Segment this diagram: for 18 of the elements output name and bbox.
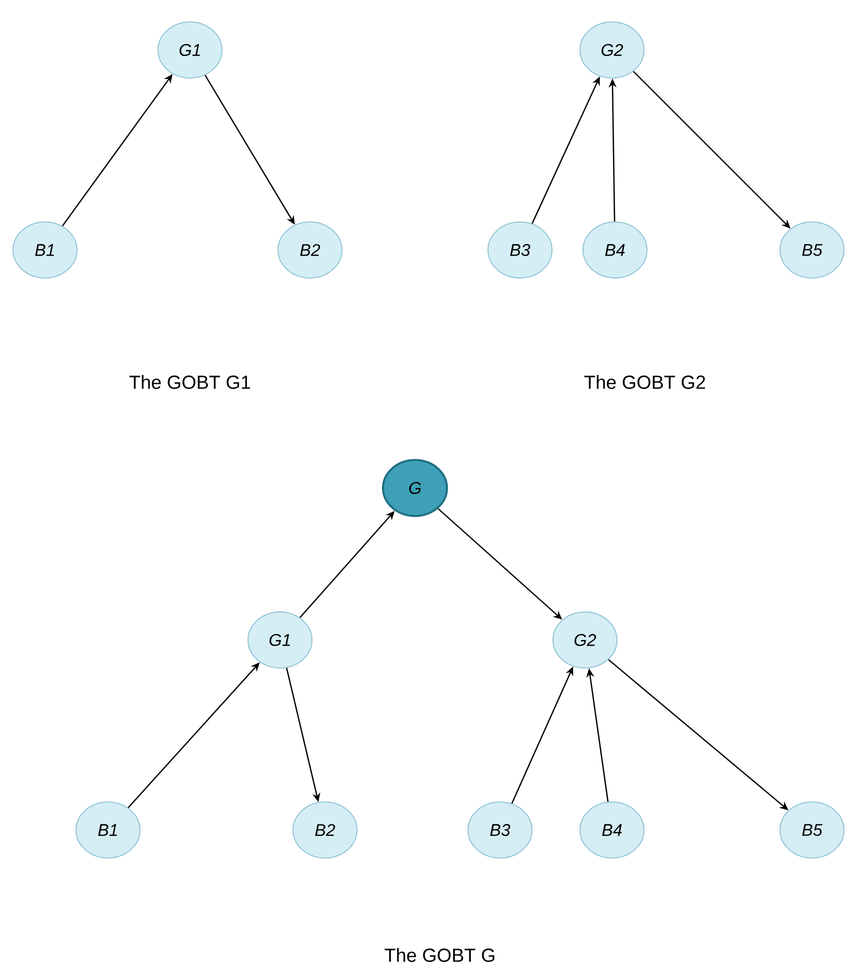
circle-node: B4 xyxy=(580,802,644,858)
circle-node: B5 xyxy=(780,222,844,278)
circle-node: B5 xyxy=(780,802,844,858)
caption: The GOBT G2 xyxy=(584,375,706,389)
circle-node: G2 xyxy=(580,22,644,78)
circle-node: B3 xyxy=(488,222,552,278)
circle-node: B1 xyxy=(12,222,78,278)
circle-node: B1 xyxy=(76,802,140,858)
circle-node: G2 xyxy=(552,612,618,668)
circle-node: B2 xyxy=(292,802,358,858)
circle-node: B3 xyxy=(468,802,532,858)
caption: The GOBT G1 xyxy=(129,375,250,389)
circle-node: B2 xyxy=(278,222,342,278)
circle-node: G xyxy=(382,459,448,517)
circle-node: G1 xyxy=(248,612,312,668)
caption: The GOBT G xyxy=(384,948,494,962)
circle-node: B4 xyxy=(582,222,648,278)
circle-node: G1 xyxy=(158,22,222,78)
